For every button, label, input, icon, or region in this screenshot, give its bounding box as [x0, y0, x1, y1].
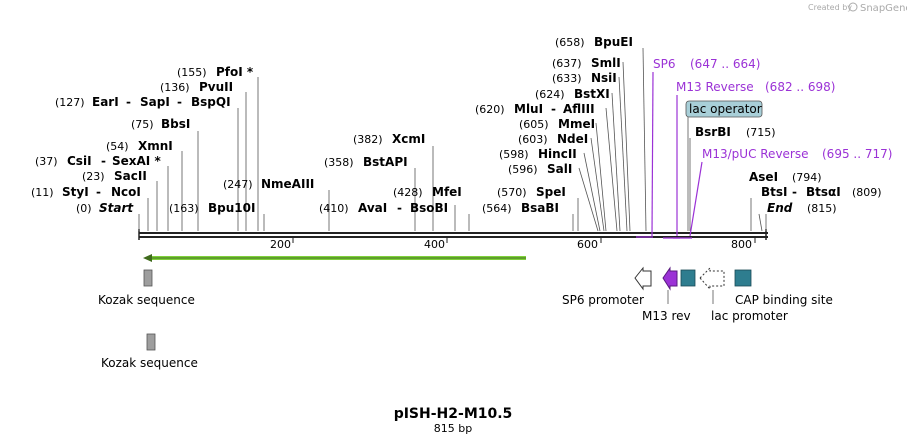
brand-text: SnapGene [860, 3, 907, 14]
snapgene-watermark: Created by SnapGene [808, 2, 907, 14]
created-by-text: Created by [808, 3, 852, 12]
site-bstapi: (358) BstAPI [324, 151, 408, 170]
lac-operator-label: lac operator [689, 102, 762, 116]
site-start: (0) Start [76, 197, 134, 216]
plasmid-name: pISH-H2-M10.5 [394, 406, 513, 422]
site-bsabi: (564) BsaBI [482, 197, 559, 216]
ruler: 200 400 600 800 [270, 237, 756, 251]
lac-operator: lac operator [685, 100, 763, 231]
site-sacii: (23) SacII [82, 165, 147, 184]
site-bpu10i: (163) Bpu10I [169, 197, 255, 216]
lac-operator-glyph [680, 269, 696, 287]
site-btsi: BtsI - BtsαI (809) [761, 181, 882, 200]
enzyme-labels-right: (564) BsaBI (570) SpeI (596) SalI (598) … [475, 31, 882, 216]
site-avai: (410) AvaI - BsoBI [319, 197, 448, 216]
site-mlui: (620) MluI - AflIII [475, 98, 595, 117]
site-ndei: (603) NdeI [518, 128, 588, 147]
site-pfoi: (155) PfoI * [177, 61, 254, 80]
primer-sp6-range: (647 .. 664) [690, 57, 760, 71]
enzyme-labels-left: (0) Start (11) StyI - NcoI (23) SacII (3… [31, 61, 462, 216]
site-bbsi: (75) BbsI [131, 113, 190, 132]
primer-m13-reverse: M13 Reverse (682 .. 698) [663, 80, 835, 239]
site-csii: (37) CsiI - SexAI * [35, 150, 161, 169]
lac-promoter: lac promoter [699, 266, 788, 323]
cap-binding-site-label: CAP binding site [735, 293, 833, 307]
primer-sp6-name: SP6 [653, 57, 676, 71]
site-asei: AseI (794) [749, 166, 822, 185]
primer-sp6: SP6 (647 .. 664) [636, 57, 760, 238]
site-bstxi: (624) BstXI [535, 83, 610, 102]
m13-rev-feature: M13 rev [642, 266, 691, 323]
tick-label-800: 800 [731, 238, 752, 251]
snapgene-logo-icon [848, 2, 858, 12]
site-bpuei: (658) BpuEI [555, 31, 633, 50]
cap-binding-site: CAP binding site [734, 269, 833, 307]
primer-m13-reverse-range: (682 .. 698) [765, 80, 835, 94]
plasmid-length: 815 bp [434, 422, 472, 435]
tick-label-400: 400 [424, 238, 445, 251]
site-sali: (596) SalI [508, 158, 572, 177]
primer-m13-puc-reverse: M13/pUC Reverse (695 .. 717) [673, 147, 892, 239]
primer-m13-puc-name: M13/pUC Reverse [702, 147, 809, 161]
primer-m13-reverse-name: M13 Reverse [676, 80, 754, 94]
sp6-promoter-label: SP6 promoter [562, 293, 644, 307]
site-hincii: (598) HincII [499, 143, 577, 162]
lac-promoter-label: lac promoter [711, 309, 788, 323]
tick-label-600: 600 [577, 238, 598, 251]
kozak-sequence-1: Kozak sequence [98, 269, 195, 307]
kozak-sequence-1-label: Kozak sequence [98, 293, 195, 307]
site-mfei: (428) MfeI [393, 181, 462, 200]
site-nsii: (633) NsiI [552, 67, 617, 86]
site-end: End (815) [767, 197, 837, 216]
kozak-sequence-2: Kozak sequence [101, 333, 198, 370]
tick-label-200: 200 [270, 238, 291, 251]
map-title: pISH-H2-M10.5 815 bp [394, 406, 513, 435]
site-bsrbi: BsrBI (715) [695, 121, 776, 140]
m13-rev-label: M13 rev [642, 309, 691, 323]
orf-arrow [143, 254, 526, 262]
primer-m13-puc-range: (695 .. 717) [822, 147, 892, 161]
site-leader-lines [138, 47, 767, 232]
kozak-sequence-2-label: Kozak sequence [101, 356, 198, 370]
site-spei: (570) SpeI [497, 181, 566, 200]
site-xcmi: (382) XcmI [353, 128, 425, 147]
site-xmni: (54) XmnI [106, 135, 173, 154]
site-eari: (127) EarI - SapI - BspQI [55, 91, 231, 110]
site-nmeaiii: (247) NmeAIII [223, 173, 314, 192]
sp6-promoter: SP6 promoter [562, 266, 652, 307]
site-pvuii: (136) PvuII [160, 76, 233, 95]
site-styi: (11) StyI - NcoI [31, 181, 141, 200]
site-smli: (637) SmlI [552, 52, 621, 71]
site-mmei: (605) MmeI [519, 113, 595, 132]
